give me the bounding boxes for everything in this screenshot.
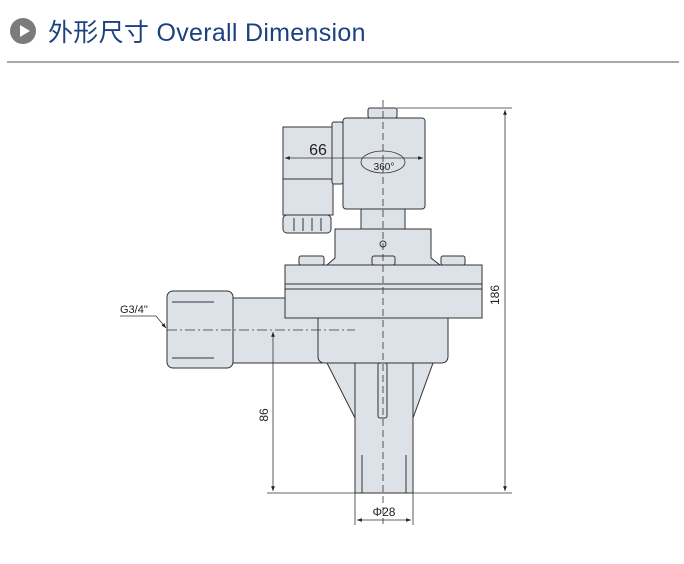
lower-body	[317, 317, 449, 364]
rotation-label: 360°	[374, 162, 395, 173]
rotation-ellipse	[360, 150, 406, 174]
inlet-height-label: 86	[257, 408, 271, 422]
top-cap	[367, 107, 398, 119]
bolt	[298, 255, 325, 266]
connector-plate	[331, 121, 344, 185]
bolt	[440, 255, 466, 266]
play-circle-icon	[10, 18, 36, 44]
section-header: 外形尺寸 Overall Dimension	[10, 14, 366, 48]
connector-nut	[282, 214, 332, 234]
outlet-diameter-label: Φ28	[373, 505, 396, 519]
bolt	[371, 255, 396, 266]
height-dimension-label: 186	[488, 285, 502, 305]
outlet-slot	[377, 362, 388, 419]
section-title: 外形尺寸 Overall Dimension	[48, 19, 366, 47]
header-divider	[7, 61, 679, 63]
width-dimension-label: 66	[309, 142, 327, 159]
inlet-nut	[166, 290, 234, 369]
thread-label: G3/4"	[120, 304, 148, 316]
flange	[284, 264, 483, 319]
connector-box	[282, 126, 334, 216]
